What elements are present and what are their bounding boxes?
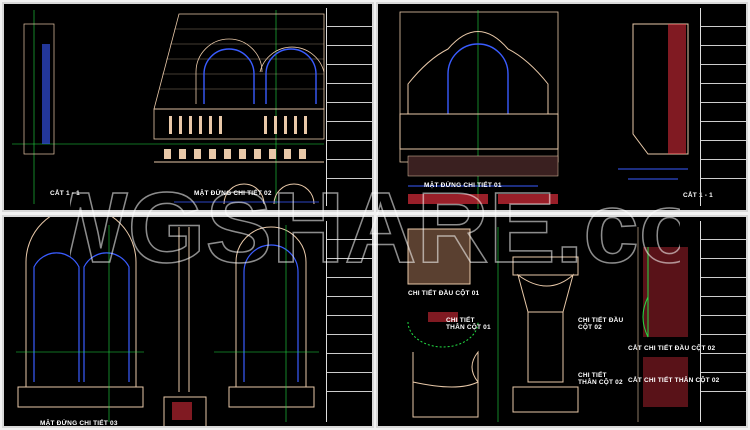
label-column-capital-02: CHI TIẾT ĐẦU CỘT 02 <box>578 317 624 331</box>
title-block <box>700 8 746 206</box>
title-block <box>326 221 372 422</box>
title-block <box>700 221 746 422</box>
panel-facade-detail-01: MẶT ĐỨNG CHI TIẾT 01 CẮT 1 - 1 <box>376 2 748 212</box>
drawing-column-details <box>407 227 688 422</box>
label-facade-detail-01: MẶT ĐỨNG CHI TIẾT 01 <box>424 182 502 189</box>
label-section-1-1: CẮT 1 - 1 <box>683 192 713 199</box>
panel-facade-detail-02: CẮT 1 - 1 MẶT ĐỨNG CHI TIẾT 02 <box>2 2 374 212</box>
drawing-facade-01 <box>399 10 689 209</box>
label-section-1-1: CẮT 1 - 1 <box>50 190 80 197</box>
label-section-column-capital-02: CẮT CHI TIẾT ĐẦU CỘT 02 <box>628 345 716 352</box>
label-column-shaft-02: CHI TIẾT THÂN CỘT 02 <box>578 372 623 386</box>
title-block <box>326 8 372 206</box>
label-facade-detail-02: MẶT ĐỨNG CHI TIẾT 02 <box>194 190 272 197</box>
panel-column-details: CHI TIẾT ĐẦU CỘT 01 CHI TIẾT THÂN CỘT 01… <box>376 215 748 428</box>
label-facade-detail-03: MẶT ĐỨNG CHI TIẾT 03 <box>40 420 118 427</box>
label-column-shaft-01: CHI TIẾT THÂN CỘT 01 <box>446 317 491 331</box>
label-section-column-shaft-02: CẮT CHI TIẾT THÂN CỘT 02 <box>628 377 720 384</box>
label-column-capital-01: CHI TIẾT ĐẦU CỘT 01 <box>408 290 480 297</box>
drawing-facade-03 <box>16 217 319 426</box>
drawing-facade-02 <box>12 10 325 205</box>
panel-facade-detail-03: MẶT ĐỨNG CHI TIẾT 03 <box>2 215 374 428</box>
